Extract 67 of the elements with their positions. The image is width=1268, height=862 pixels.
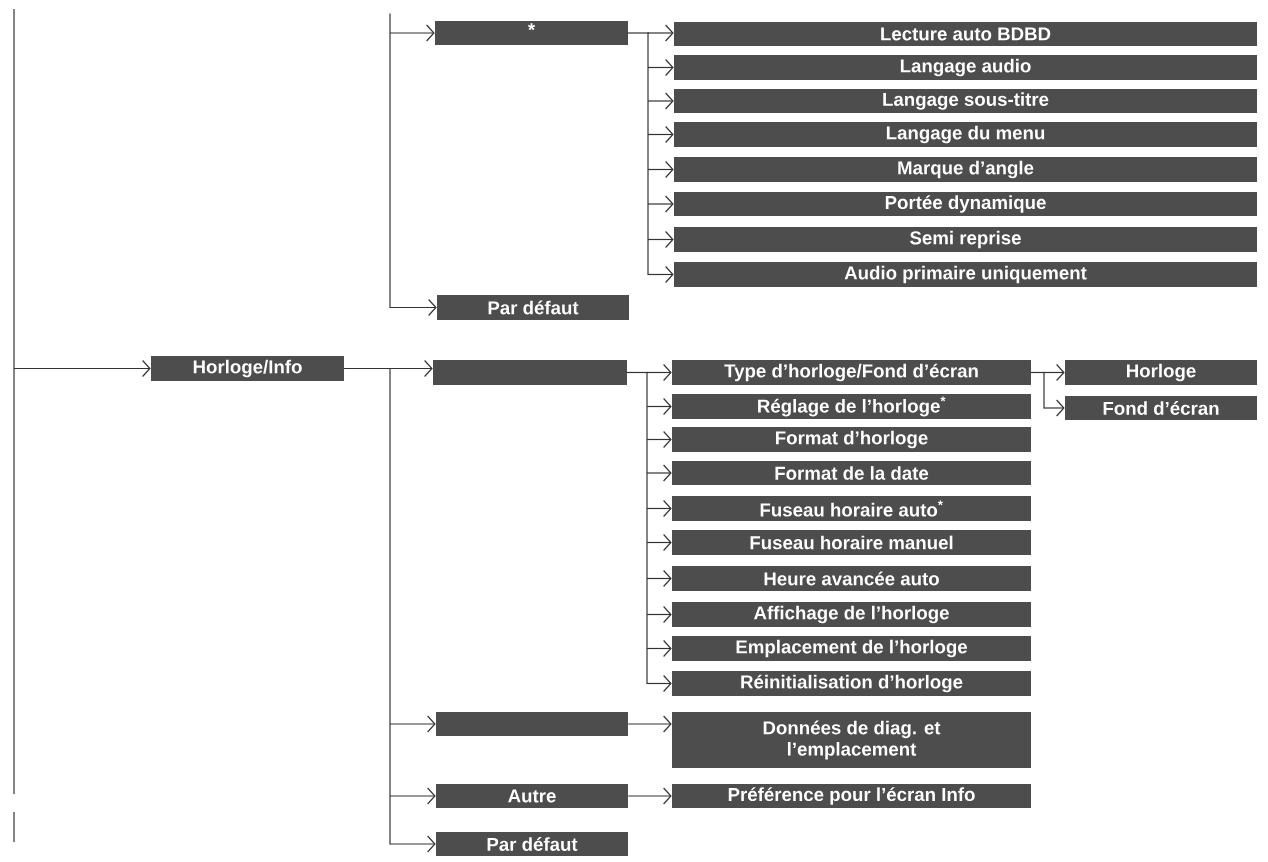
menu-item-box: Données de diag. et l’emplacement	[672, 712, 1031, 768]
menu-item-box: Emplacement de l’horloge	[672, 636, 1031, 661]
arrow	[646, 569, 672, 588]
arrow	[647, 160, 674, 179]
menu-item-box: Fuseau horaire manuel	[672, 530, 1031, 555]
connector-line	[389, 367, 391, 845]
arrow	[646, 499, 672, 518]
arrow	[647, 230, 674, 249]
arrow	[389, 359, 433, 378]
menu-item-box: Affichage de l’horloge	[672, 602, 1031, 627]
menu-item-box: Format d’horloge	[672, 427, 1031, 452]
menu-item-box: Type d’horloge/Fond d’écran	[672, 360, 1031, 385]
connector-line	[343, 367, 391, 370]
menu-item-box: *	[435, 21, 628, 45]
menu-item-box: Réinitialisation d’horloge	[672, 671, 1031, 696]
arrow	[389, 835, 436, 853]
connector-line	[627, 32, 649, 34]
menu-item-box: Autre	[436, 784, 628, 808]
menu-item-box: Horloge/Info	[151, 356, 344, 381]
arrow	[647, 24, 674, 42]
menu-item-box: Par défaut	[436, 832, 628, 856]
connector-line	[626, 371, 648, 374]
menu-item-box: Portée dynamique	[674, 192, 1257, 216]
arrow	[627, 715, 672, 733]
connector-line	[1043, 371, 1045, 409]
arrow	[627, 787, 672, 805]
menu-item-box: Format de la date	[672, 461, 1031, 485]
arrow	[646, 605, 672, 624]
arrow	[389, 24, 435, 42]
arrow	[389, 787, 436, 805]
connector-line	[646, 371, 648, 685]
connector-line	[1030, 371, 1045, 374]
arrow	[647, 265, 674, 284]
menu-item-box: Lecture auto BDBD	[674, 22, 1257, 46]
menu-item-box: Langage du menu	[674, 122, 1257, 147]
arrow	[646, 639, 672, 658]
menu-item-box: Par défaut	[437, 295, 629, 320]
arrow	[1043, 399, 1065, 417]
arrow	[646, 533, 672, 552]
arrow	[646, 464, 672, 482]
menu-item-box: Semi reprise	[674, 227, 1257, 252]
arrow	[647, 125, 674, 144]
menu-item-box: Audio primaire uniquement	[674, 262, 1257, 287]
menu-item-box: Réglage de l’horloge$^{*}$	[672, 394, 1031, 419]
menu-item-box: Heure avancée auto	[672, 566, 1031, 591]
arrow	[646, 674, 672, 693]
arrow	[389, 298, 437, 317]
menu-item-box: Marque d’angle	[674, 157, 1257, 182]
menu-item-box: Fuseau horaire auto$^{*}$	[672, 496, 1031, 521]
menu-item-box: Préférence pour l’écran Info	[672, 784, 1031, 808]
menu-item-box	[436, 712, 628, 736]
arrow	[389, 715, 436, 733]
arrow	[13, 359, 151, 378]
arrow	[1043, 363, 1065, 382]
menu-item-box: Horloge	[1065, 360, 1257, 385]
connector-line	[389, 13, 391, 309]
connector-line	[647, 32, 649, 276]
arrow	[647, 195, 674, 213]
arrow	[646, 430, 672, 449]
arrow	[646, 363, 672, 382]
arrow	[646, 397, 672, 416]
menu-item-box: Fond d’écran	[1065, 396, 1257, 420]
arrow	[647, 58, 674, 77]
menu-item-box: Langage sous-titre	[674, 89, 1257, 113]
menu-item-box: Langage audio	[674, 55, 1257, 80]
menu-item-box	[433, 360, 627, 385]
arrow	[647, 92, 674, 110]
